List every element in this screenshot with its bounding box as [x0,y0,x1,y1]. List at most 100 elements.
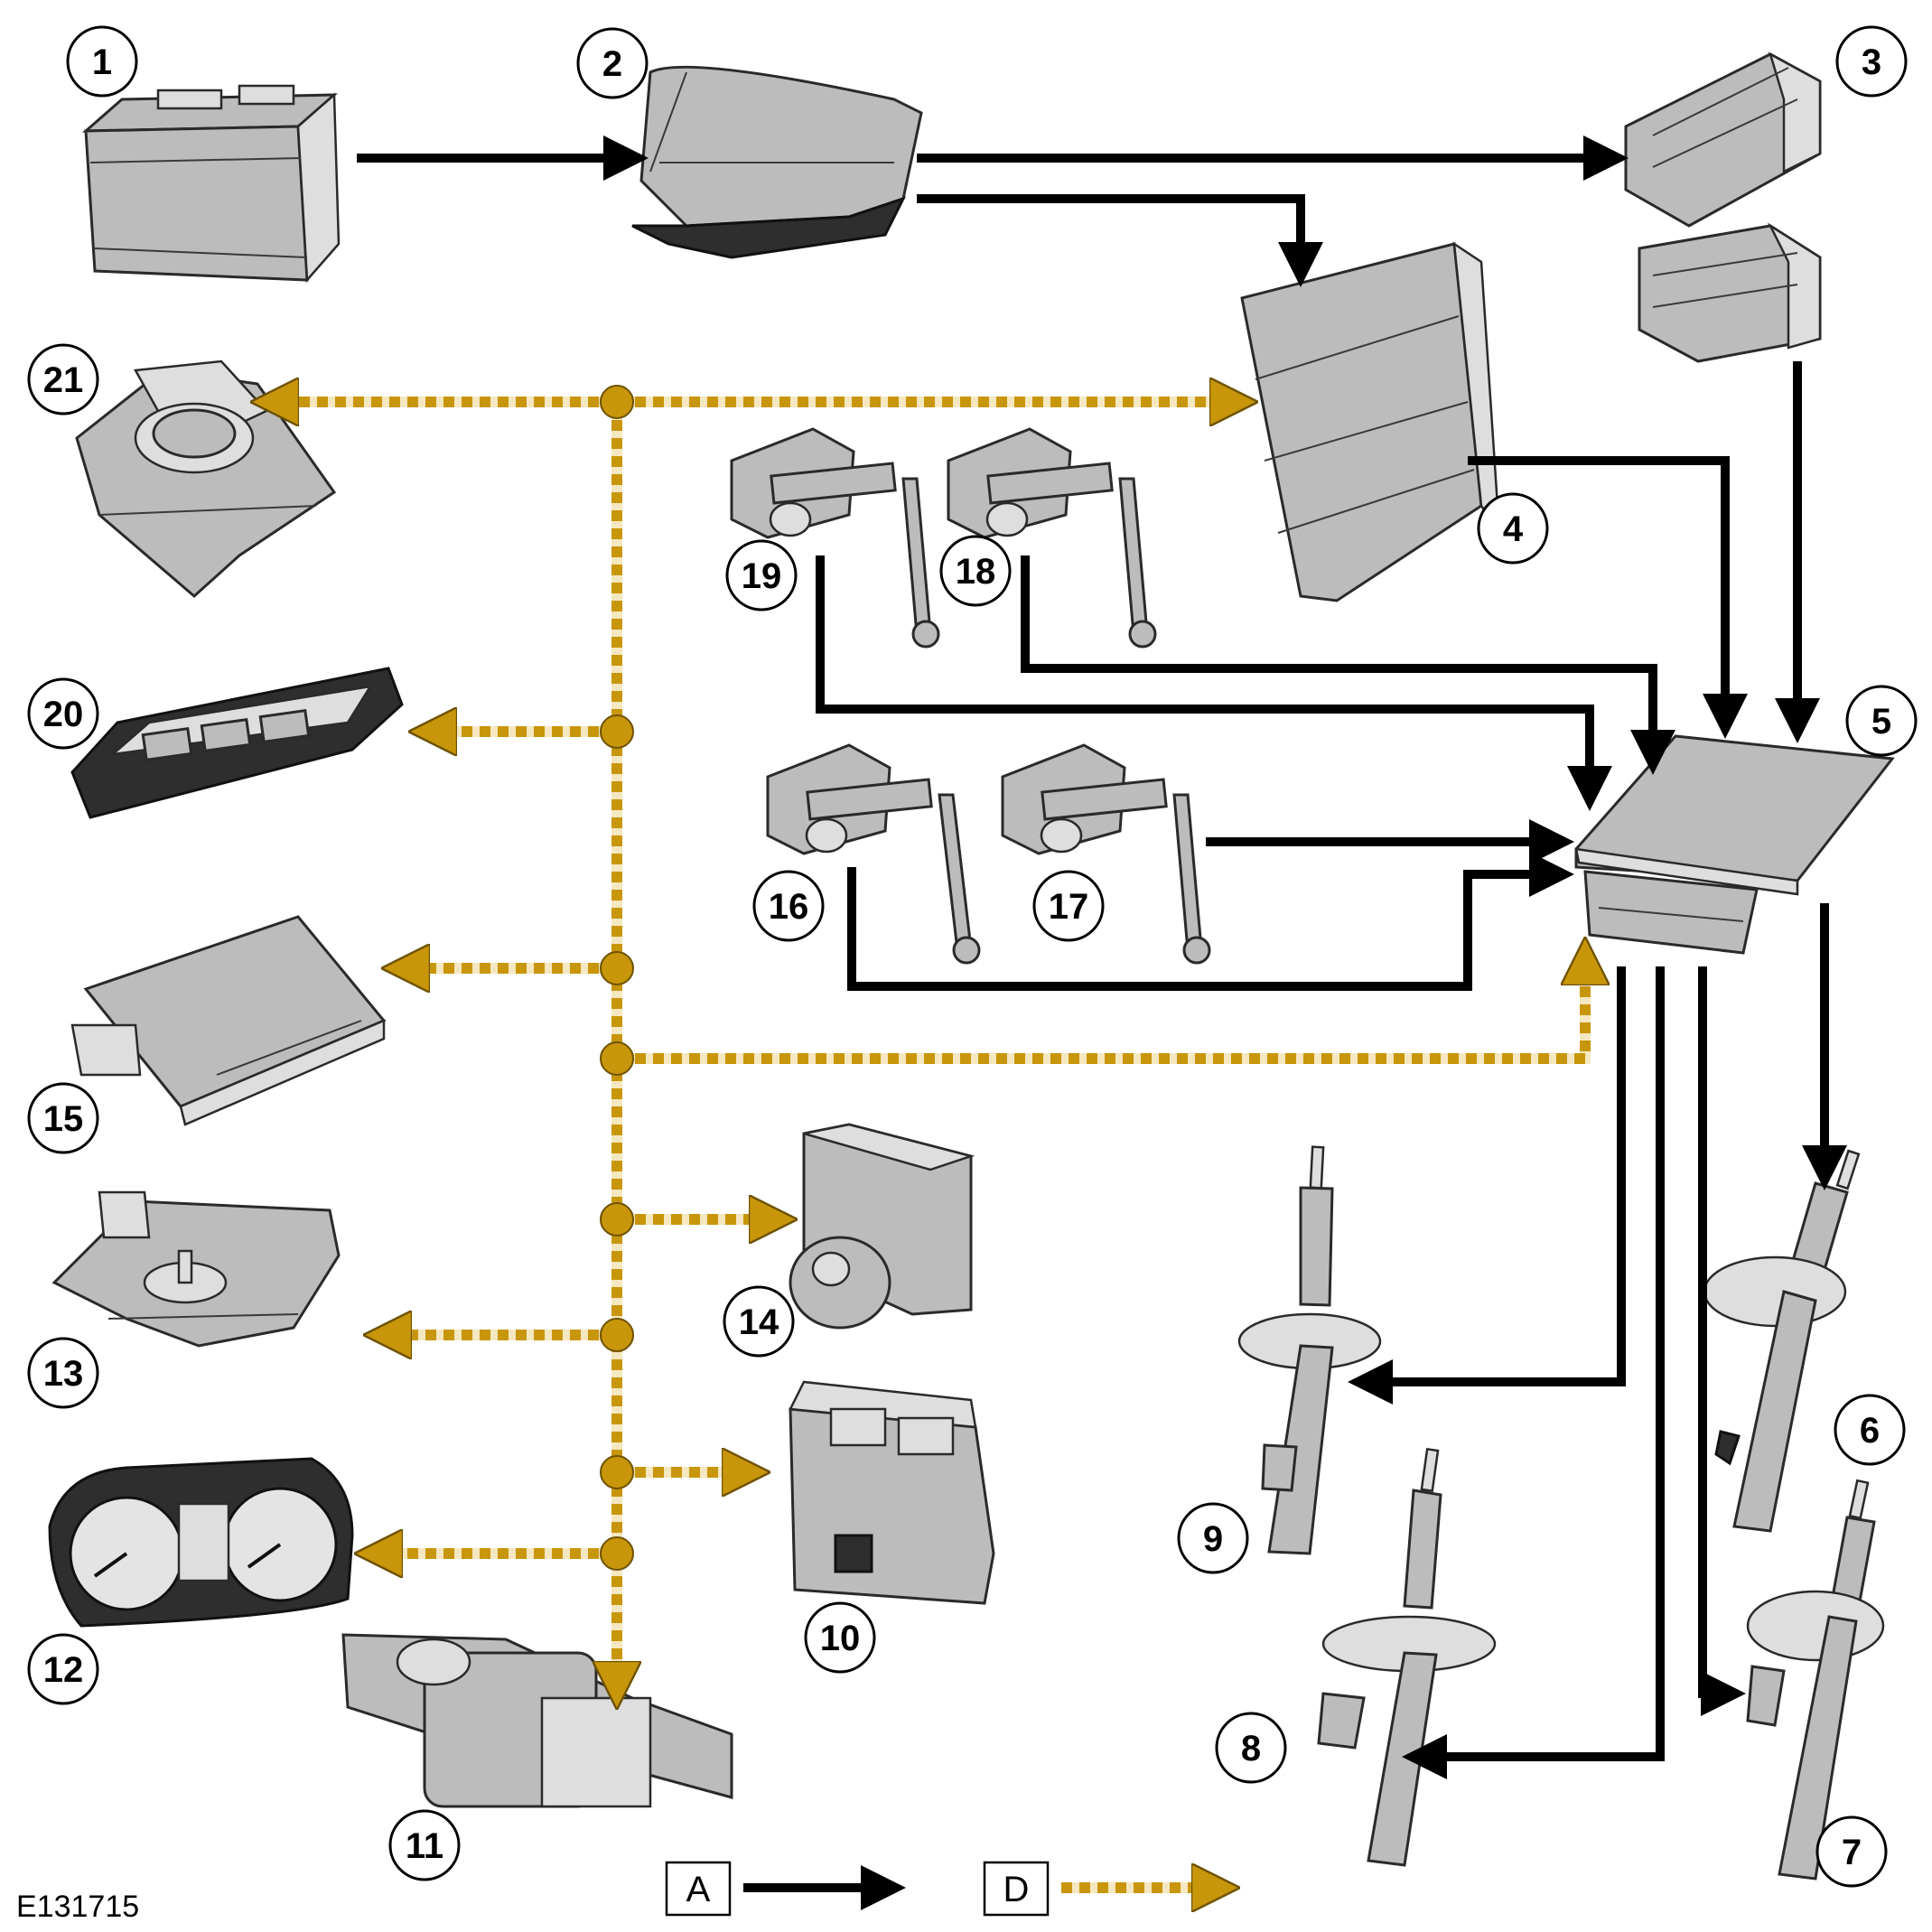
callout-2: 2 [576,27,649,99]
callout-number: 15 [43,1099,84,1139]
rotary-controller-component [75,359,337,598]
callout-20: 20 [27,677,99,750]
callout-circle [576,27,649,99]
legend-network-label: D [1003,1870,1030,1909]
callout-circle [27,1082,99,1154]
callout-circle [27,343,99,415]
callout-number: 11 [406,1826,443,1866]
bus-junction-node [600,1536,634,1571]
callout-5: 5 [1845,685,1918,757]
callout-circle [1845,685,1918,757]
power-distribution-box-component [631,65,923,259]
actuator-motor-component [341,1633,733,1808]
callout-14: 14 [723,1285,795,1358]
callout-number: 17 [1049,887,1089,927]
callout-number: 5 [1871,702,1891,742]
legend-hardwired: A [665,1861,906,1917]
figure-reference-code: E131715 [16,1890,139,1924]
callout-6: 6 [1834,1394,1906,1466]
callout-number: 7 [1842,1833,1862,1872]
switch-panel-component [70,667,404,819]
callout-8: 8 [1215,1712,1287,1784]
callout-7: 7 [1815,1815,1888,1888]
callout-3: 3 [1835,25,1908,98]
callout-18: 18 [939,535,1012,607]
callout-number: 10 [820,1619,861,1658]
callout-circle [725,539,798,611]
callout-number: 1 [92,42,112,82]
callout-number: 21 [43,360,84,400]
callout-circle [939,535,1012,607]
callout-circle [1835,25,1908,98]
bus-junction-node [600,1202,634,1237]
callout-circle [1815,1815,1888,1888]
bus-junction-node [600,1041,634,1076]
callout-circle [27,1337,99,1409]
callout-circle [27,1633,99,1705]
callout-1: 1 [66,25,138,98]
callout-circle [1032,870,1105,942]
callout-number: 3 [1862,42,1881,82]
bus-junction-node [600,385,634,419]
shock-absorber-8-component [1317,1447,1497,1867]
callout-circle [723,1285,795,1358]
callout-13: 13 [27,1337,99,1409]
callout-12: 12 [27,1633,99,1705]
legend-key: A D [665,1861,1224,1917]
callout-number: 8 [1241,1729,1261,1769]
callout-number: 20 [43,695,84,734]
callout-number: 6 [1860,1411,1880,1451]
callout-circle [804,1601,876,1674]
shock-absorber-6-component [1703,1149,1861,1533]
callout-10: 10 [804,1601,876,1674]
callout-number: 14 [739,1302,779,1342]
battery-component [81,84,341,284]
callout-circle [66,25,138,98]
callout-19: 19 [725,539,798,611]
height-sensor-18-component [947,427,1157,649]
callout-15: 15 [27,1082,99,1154]
callout-9: 9 [1177,1502,1249,1574]
shock-absorber-9-component [1237,1145,1382,1555]
height-sensor-16-component [766,743,981,965]
relay-module-pair-component [1624,51,1822,363]
control-module-component [1574,734,1895,955]
height-sensor-19-component [730,427,940,649]
callout-circle [1177,1502,1249,1574]
hardwired-connections [357,135,1847,1779]
instrument-cluster-component [48,1457,354,1628]
rotary-position-sensor-component [51,1190,341,1348]
callout-number: 18 [956,552,996,592]
callout-circle [1215,1712,1287,1784]
network-bus-connections [266,386,1585,1694]
callout-4: 4 [1477,492,1549,565]
bus-junction-node [600,951,634,985]
callout-11: 11 [388,1809,461,1881]
hydraulic-modulator-component [789,1123,975,1330]
electronic-control-unit-10-component [789,1380,995,1605]
shock-absorber-7-component [1746,1479,1885,1881]
bus-junction-node [600,1455,634,1489]
central-junction-box-component [1240,241,1501,602]
callout-21: 21 [27,343,99,415]
callout-number: 19 [742,556,782,596]
callout-circle [1477,492,1549,565]
legend-network: D [983,1861,1224,1917]
callout-circle [27,677,99,750]
callout-17: 17 [1032,870,1105,942]
height-sensor-17-component [1001,743,1211,965]
callout-number: 16 [769,887,809,927]
callout-number: 12 [43,1650,84,1690]
callout-circle [752,870,825,942]
callout-number: 2 [602,44,622,84]
control-module-15-component [70,915,387,1126]
callout-circle [388,1809,461,1881]
callout-number: 13 [43,1354,84,1394]
callout-16: 16 [752,870,825,942]
bus-junction-node [600,1318,634,1352]
callout-number: 9 [1203,1519,1223,1559]
legend-hardwired-label: A [686,1870,711,1909]
callout-number: 4 [1503,509,1524,549]
